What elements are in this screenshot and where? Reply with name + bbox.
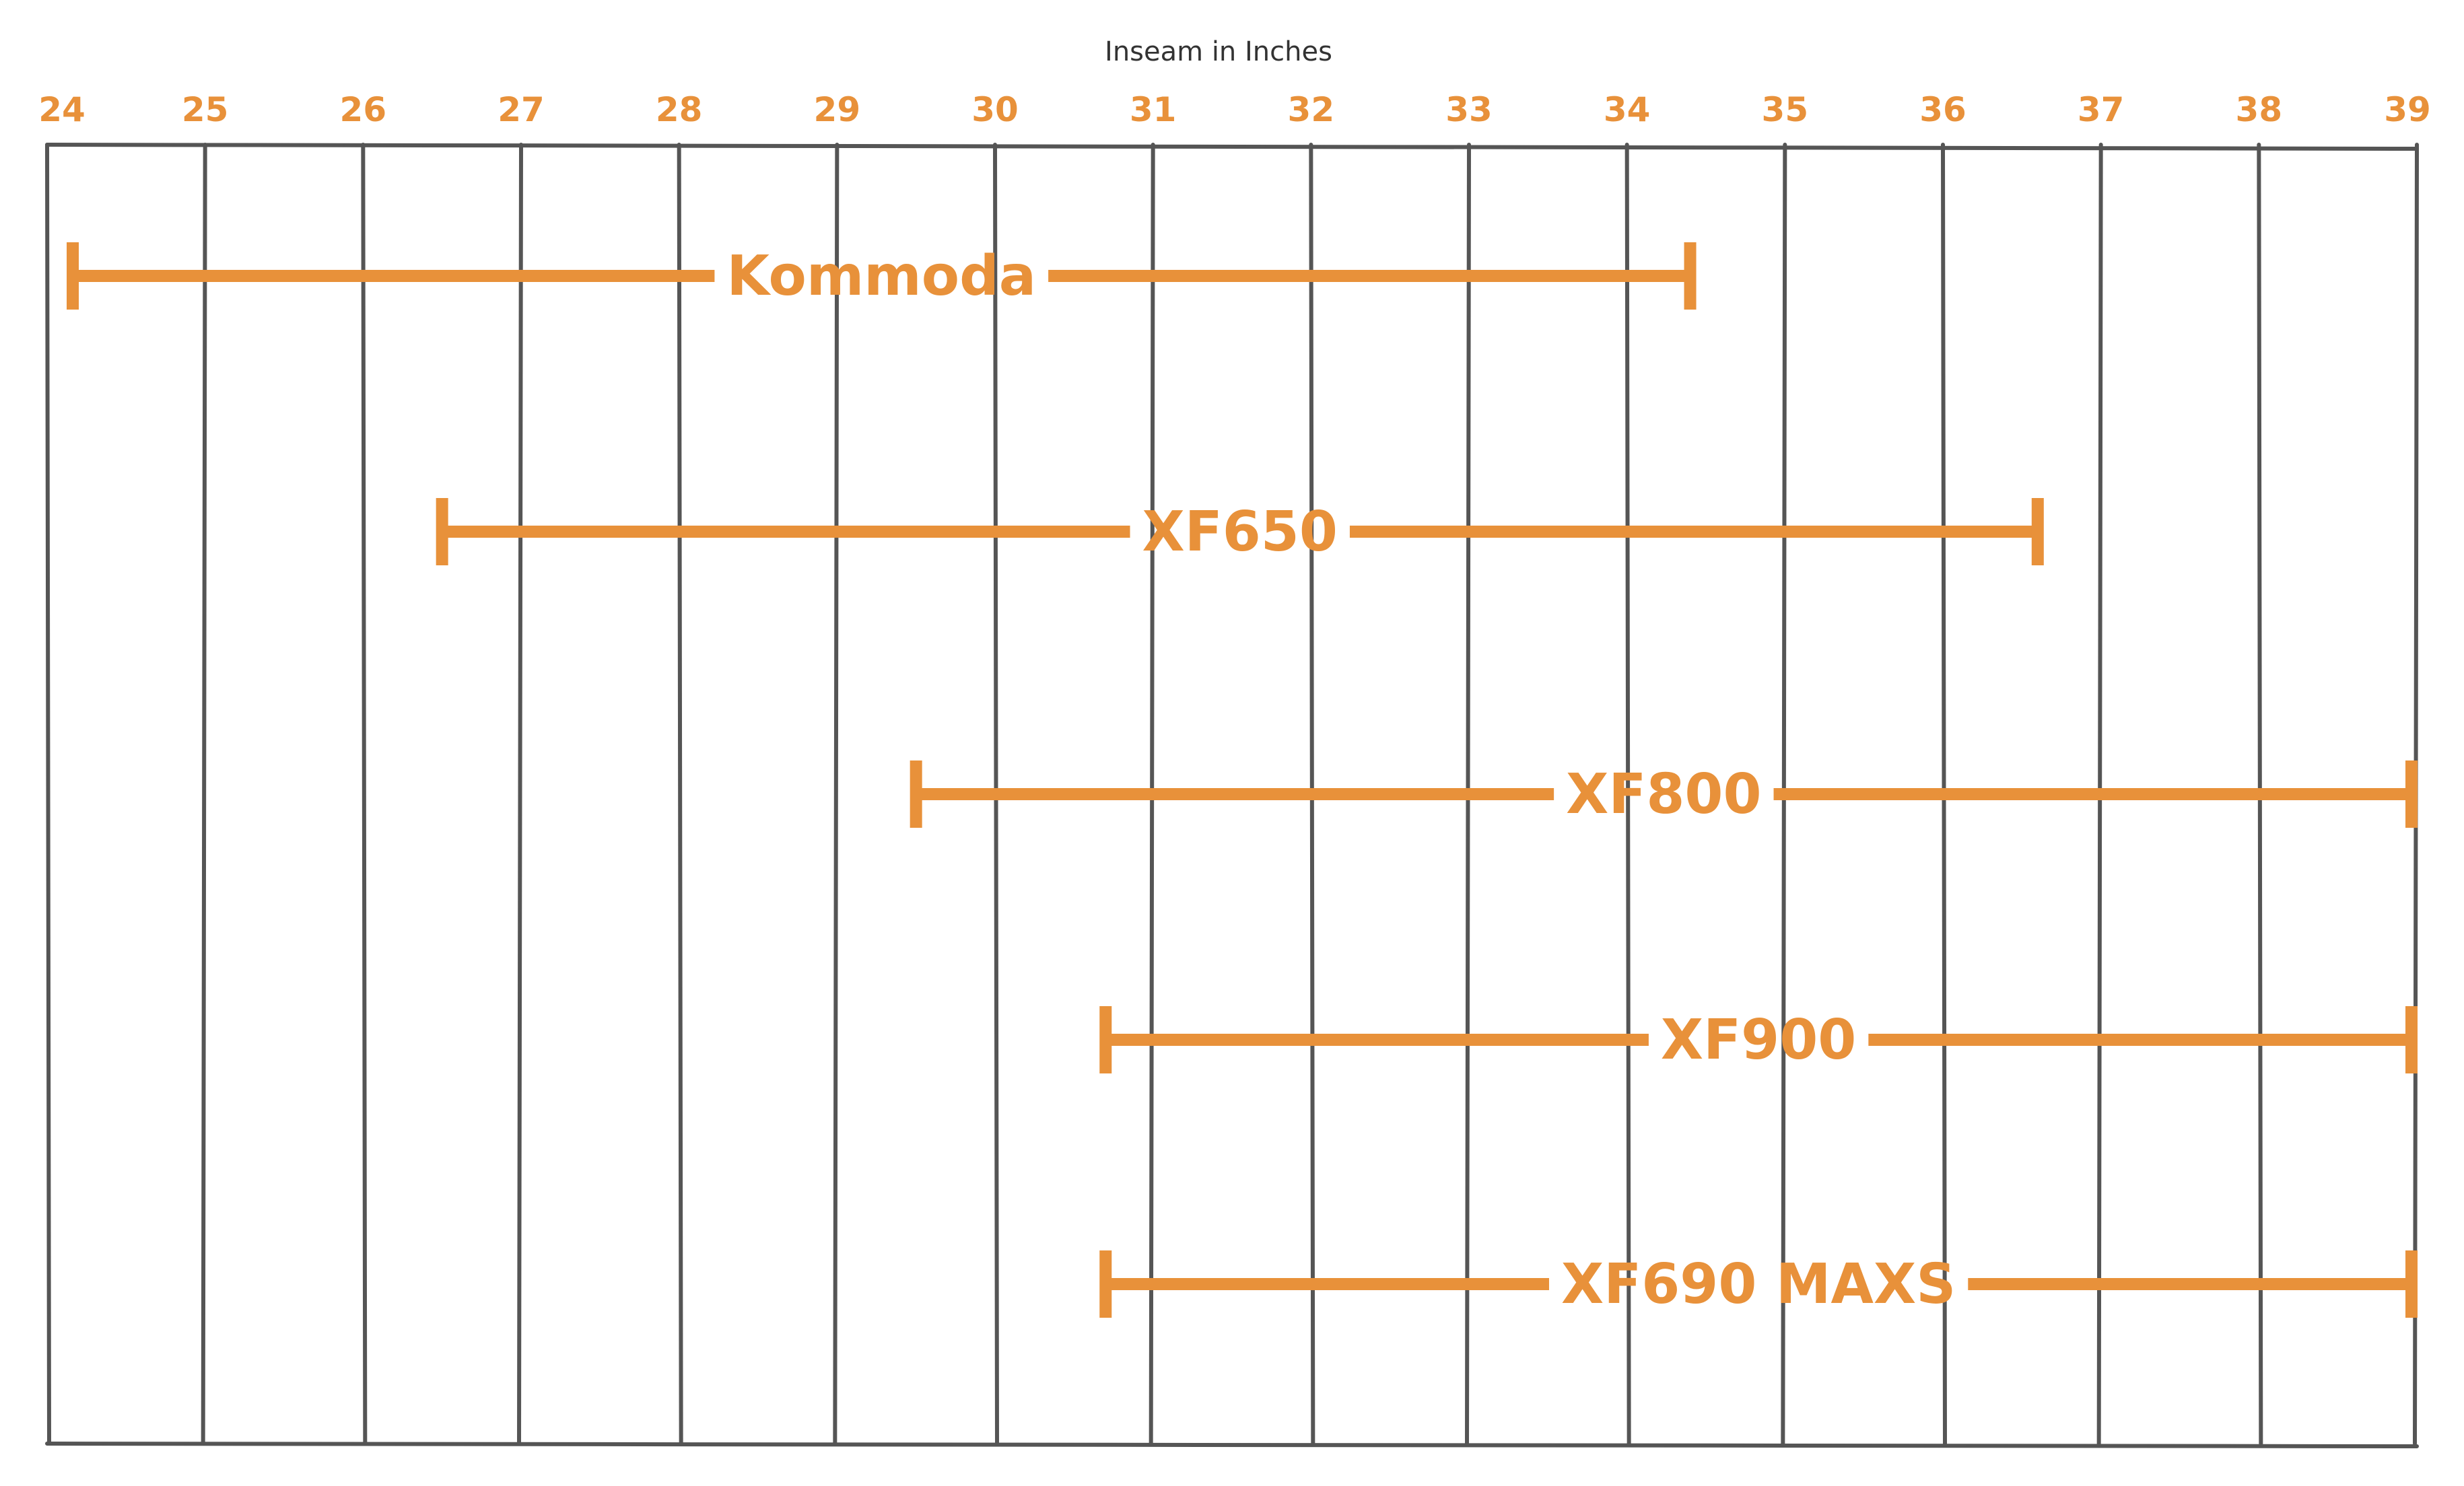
range-label: XF650 — [1142, 500, 1338, 564]
x-tick-label: 39 — [2384, 90, 2431, 129]
range-bar: Kommoda — [67, 242, 1697, 310]
range-bar: XF900 — [1099, 1006, 2418, 1073]
grid-line — [1624, 143, 1631, 1446]
range-bar: XF800 — [910, 760, 2418, 828]
frame-bottom — [45, 1442, 2419, 1448]
x-tick-label: 27 — [498, 90, 545, 129]
axis-title: Inseam in Inches — [1105, 36, 1332, 67]
x-tick-label: 35 — [1762, 90, 1809, 129]
range-bar: XF690 MAXS — [1099, 1250, 2418, 1318]
x-tick-label: 32 — [1288, 90, 1335, 129]
x-tick-label: 34 — [1604, 90, 1651, 129]
x-tick-label: 38 — [2236, 90, 2283, 129]
range-label: XF800 — [1566, 763, 1761, 826]
range-label: XF900 — [1661, 1008, 1856, 1072]
grid-line — [517, 143, 523, 1446]
x-tick-label: 30 — [971, 90, 1019, 129]
range-label: Kommoda — [726, 244, 1036, 308]
x-tick-label: 36 — [1919, 90, 1966, 129]
x-tick-label: 29 — [814, 90, 861, 129]
x-tick-label: 37 — [2078, 90, 2125, 129]
grid-line — [361, 143, 368, 1446]
x-tick-label: 33 — [1445, 90, 1493, 129]
grid-line — [45, 143, 51, 1446]
frame-top — [45, 143, 2419, 151]
x-tick-label: 26 — [340, 90, 387, 129]
x-tick-labels: 24 25 26 27 28 29 30 31 32 33 34 35 36 37 38 39 — [38, 90, 2431, 129]
x-tick-label: 28 — [656, 90, 703, 129]
range-label: XF690 MAXS — [1561, 1252, 1956, 1316]
grid-line — [201, 143, 207, 1446]
grid-line — [833, 143, 840, 1446]
x-tick-label: 31 — [1130, 90, 1177, 129]
grid-line — [677, 143, 683, 1446]
x-tick-label: 24 — [38, 90, 85, 129]
x-tick-label: 25 — [182, 90, 229, 129]
range-bar: XF650 — [436, 498, 2044, 565]
